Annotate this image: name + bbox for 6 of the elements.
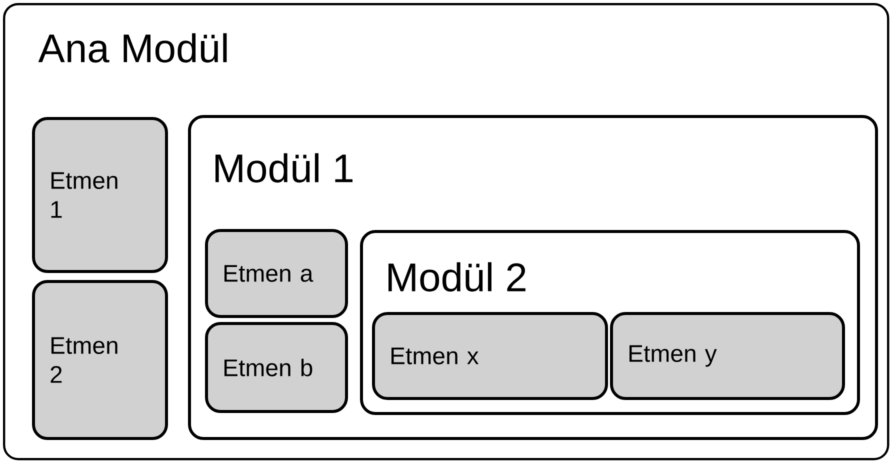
factor-box: Etmen a: [205, 229, 348, 318]
factor-box: Etmen 1: [32, 117, 168, 273]
factor-box: Etmen x: [372, 312, 608, 400]
factor-box: Etmen 2: [32, 280, 168, 440]
factor-box: Etmen y: [610, 312, 846, 400]
factor-box: Etmen b: [205, 322, 348, 413]
